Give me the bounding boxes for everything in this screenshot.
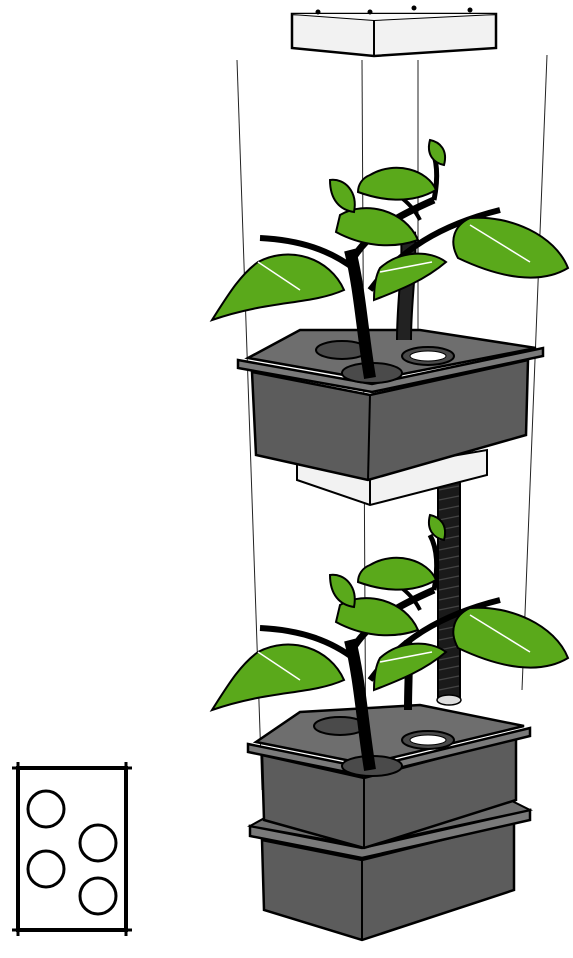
upper-grow-bin <box>238 330 543 480</box>
grow-light-panel <box>292 6 496 57</box>
top-view-four-hole-lid <box>12 762 132 936</box>
water-return-pipe <box>437 478 461 705</box>
